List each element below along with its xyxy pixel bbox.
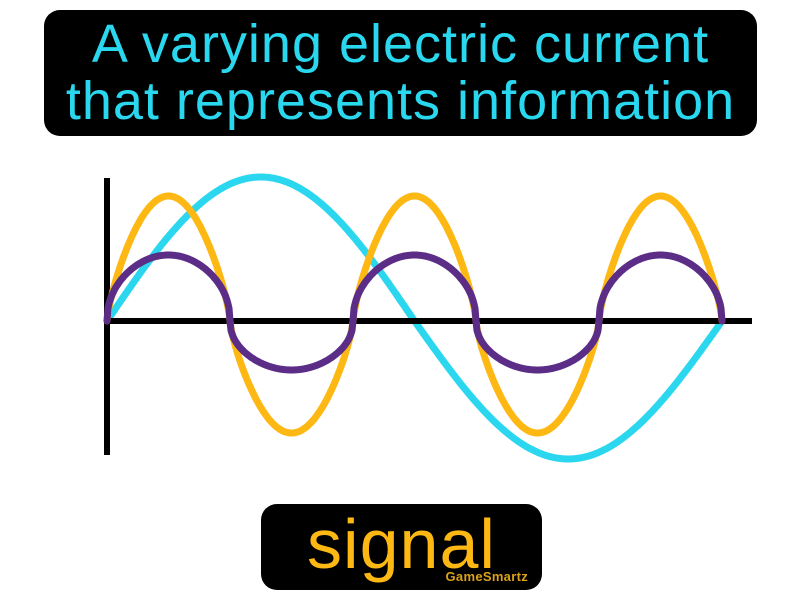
purple-low-amplitude-wave bbox=[103, 251, 726, 374]
term-banner: signal GameSmartz bbox=[261, 504, 542, 590]
term-label: signal bbox=[307, 505, 496, 583]
waveform-diagram bbox=[103, 173, 752, 463]
definition-banner: A varying electric current that represen… bbox=[44, 10, 757, 136]
yellow-high-amplitude-wave bbox=[103, 192, 726, 437]
definition-line2: that represents information bbox=[65, 71, 736, 131]
definition-line1: A varying electric current bbox=[91, 14, 710, 74]
watermark-label: GameSmartz bbox=[445, 569, 528, 584]
